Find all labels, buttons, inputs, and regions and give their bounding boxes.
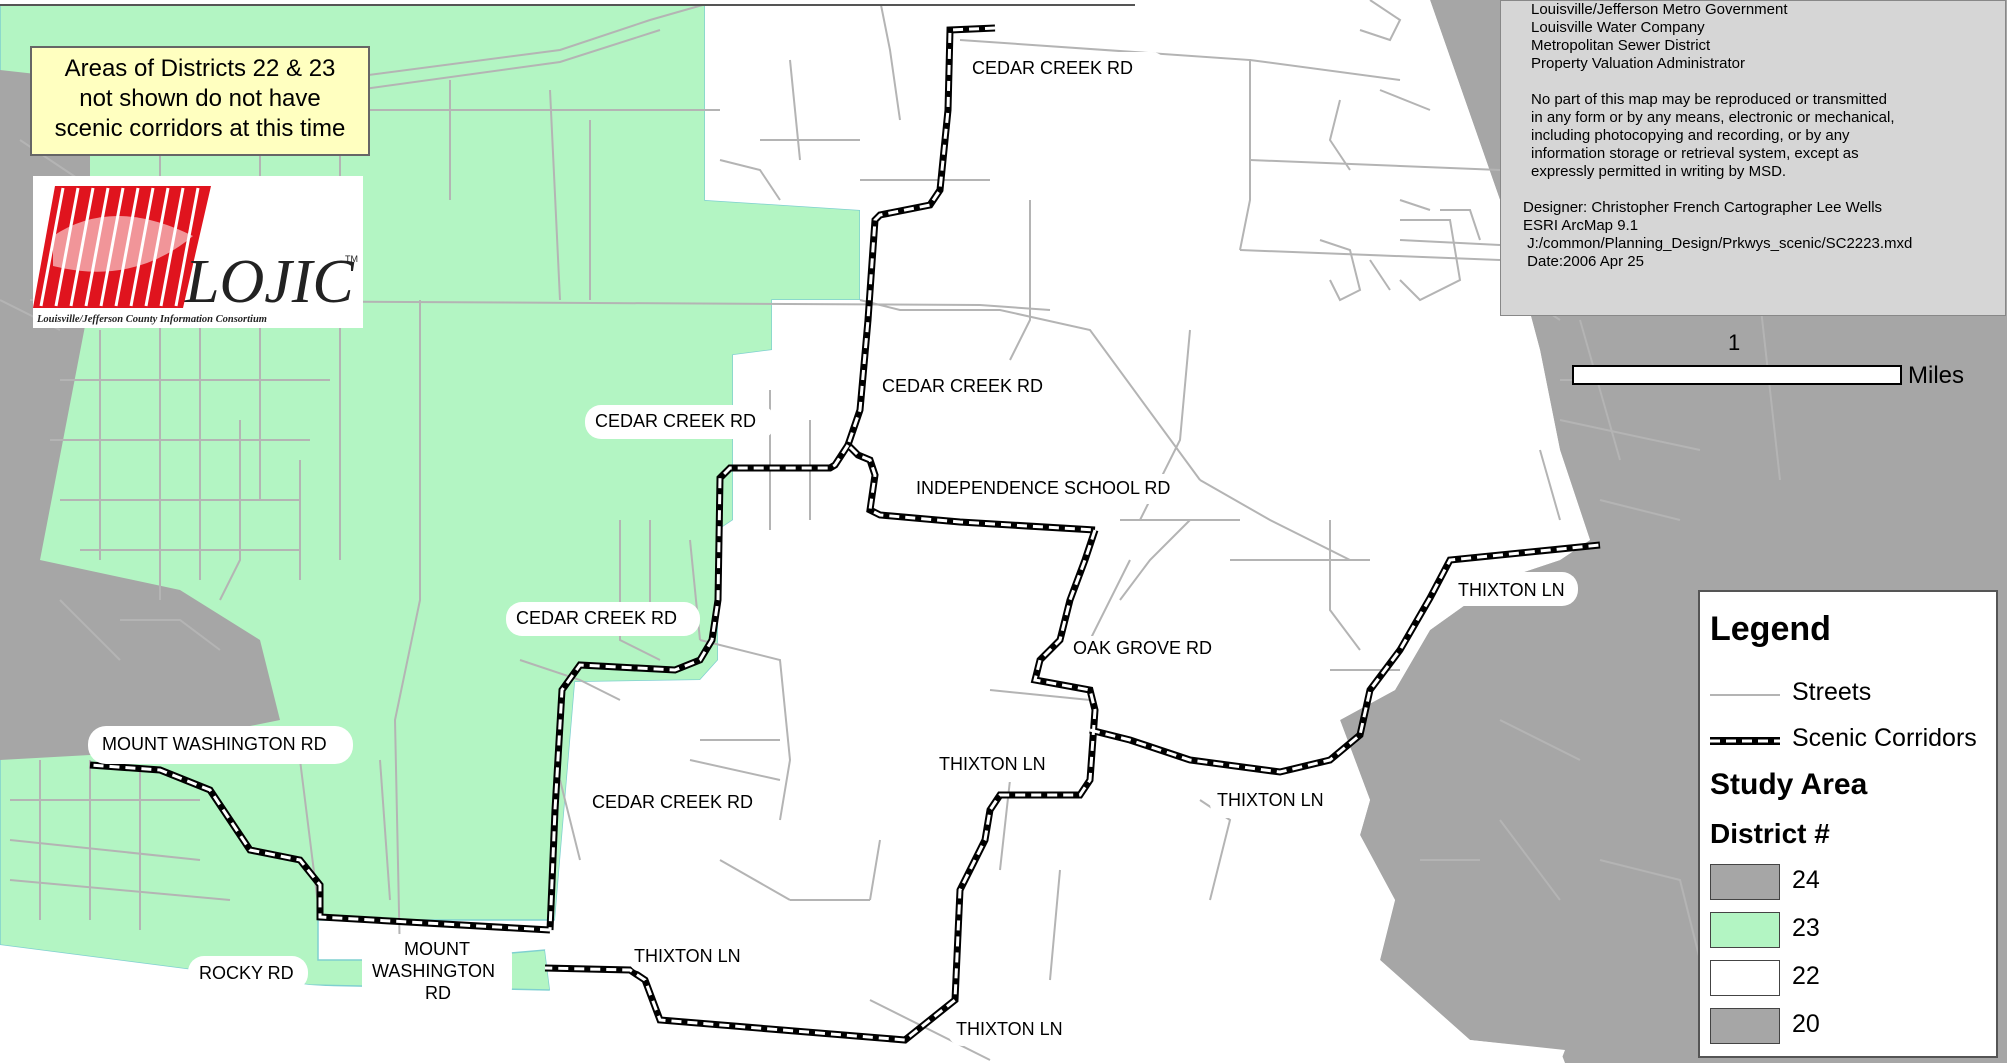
designer-line: J:/common/Planning_Design/Prkwys_scenic/… bbox=[1523, 235, 1913, 252]
streets bbox=[0, 0, 1781, 1061]
districts-note-callout: Areas of Districts 22 & 23 not shown do … bbox=[30, 46, 370, 156]
road-label-oak-grove: OAK GROVE RD bbox=[1073, 638, 1212, 658]
road-label-mount-washington-2b: WASHINGTON bbox=[372, 961, 495, 981]
road-label-cedar-creek-1: CEDAR CREEK RD bbox=[972, 58, 1133, 78]
scale-bar-value: 1 bbox=[1728, 330, 1741, 355]
road-label-cedar-creek-3: CEDAR CREEK RD bbox=[595, 411, 756, 431]
road-label-cedar-creek-2: CEDAR CREEK RD bbox=[882, 376, 1043, 396]
callout-line-2: not shown do not have bbox=[79, 85, 321, 112]
callout-line-3: scenic corridors at this time bbox=[54, 115, 346, 142]
district-swatch bbox=[1710, 960, 1780, 996]
designer-line: Designer: Christopher French Cartographe… bbox=[1523, 199, 1883, 216]
lojic-logo-text: LOJIC bbox=[184, 248, 354, 316]
road-label-independence-school: INDEPENDENCE SCHOOL RD bbox=[916, 478, 1170, 498]
lojic-logo: LOJIC TM Louisville/Jefferson County Inf… bbox=[33, 176, 363, 328]
copyright-line: No part of this map may be reproduced or… bbox=[1531, 91, 1888, 108]
road-label-thixton-5: THIXTON LN bbox=[956, 1019, 1063, 1039]
road-label-mount-washington-1: MOUNT WASHINGTON RD bbox=[102, 734, 327, 754]
credit-line: Metropolitan Sewer District bbox=[1531, 37, 1711, 54]
road-labels: CEDAR CREEK RD CEDAR CREEK RD CEDAR CREE… bbox=[88, 52, 1578, 1046]
copyright-line: information storage or retrieval system,… bbox=[1531, 145, 1859, 162]
copyright-line: including photocopying and recording, or… bbox=[1531, 127, 1850, 144]
scale-bar-unit: Miles bbox=[1908, 362, 1965, 389]
district-label: 23 bbox=[1792, 914, 1820, 942]
copyright-line: expressly permitted in writing by MSD. bbox=[1531, 163, 1787, 180]
scale-bar: 1 Miles bbox=[1572, 330, 1992, 390]
road-label-thixton-3: THIXTON LN bbox=[1217, 790, 1324, 810]
credit-line: Louisville/Jefferson Metro Government bbox=[1531, 1, 1788, 18]
road-label-rocky: ROCKY RD bbox=[199, 963, 294, 983]
credit-line: Property Valuation Administrator bbox=[1531, 55, 1745, 72]
road-label-thixton-2: THIXTON LN bbox=[939, 754, 1046, 774]
road-label-mount-washington-2c: RD bbox=[425, 983, 451, 1003]
district-label: 24 bbox=[1792, 866, 1820, 894]
map-legend: Legend Streets Scenic Corridors Study Ar… bbox=[1698, 590, 1998, 1058]
district-label: 22 bbox=[1792, 962, 1820, 990]
designer-line: Date:2006 Apr 25 bbox=[1523, 253, 1644, 270]
title-box-edge bbox=[0, 0, 1135, 6]
road-label-mount-washington-2a: MOUNT bbox=[404, 939, 470, 959]
lojic-logo-tm: TM bbox=[345, 254, 358, 264]
legend-study-area-heading: Study Area bbox=[1710, 768, 1868, 801]
designer-line: ESRI ArcMap 9.1 bbox=[1523, 217, 1639, 234]
road-label-thixton-1: THIXTON LN bbox=[1458, 580, 1565, 600]
road-label-thixton-4: THIXTON LN bbox=[634, 946, 741, 966]
scenic-corridor-icon bbox=[1710, 737, 1780, 745]
district-swatch bbox=[1710, 1008, 1780, 1044]
credit-line: Louisville Water Company bbox=[1531, 19, 1705, 36]
scenic-corridors bbox=[89, 24, 1601, 1044]
road-label-cedar-creek-5: CEDAR CREEK RD bbox=[592, 792, 753, 812]
lojic-logo-icon: LOJIC TM Louisville/Jefferson County Inf… bbox=[33, 176, 363, 328]
district-swatch bbox=[1710, 864, 1780, 900]
credits-panel: Louisville/Jefferson Metro Government Lo… bbox=[1500, 0, 2006, 316]
legend-title: Legend bbox=[1710, 610, 1831, 648]
lojic-logo-stripes bbox=[33, 186, 211, 308]
copyright-line: in any form or by any means, electronic … bbox=[1531, 109, 1895, 126]
district-label: 20 bbox=[1792, 1010, 1820, 1038]
callout-line-1: Areas of Districts 22 & 23 bbox=[64, 55, 336, 82]
road-label-cedar-creek-4: CEDAR CREEK RD bbox=[516, 608, 677, 628]
street-line-icon bbox=[1710, 694, 1780, 696]
district-swatch bbox=[1710, 912, 1780, 948]
scale-bar-graphic bbox=[1572, 365, 1902, 385]
legend-streets-label: Streets bbox=[1792, 678, 1872, 706]
legend-district-heading: District # bbox=[1710, 818, 1830, 849]
legend-scenic-label: Scenic Corridors bbox=[1792, 724, 1977, 752]
lojic-logo-subtitle: Louisville/Jefferson County Information … bbox=[36, 314, 267, 325]
